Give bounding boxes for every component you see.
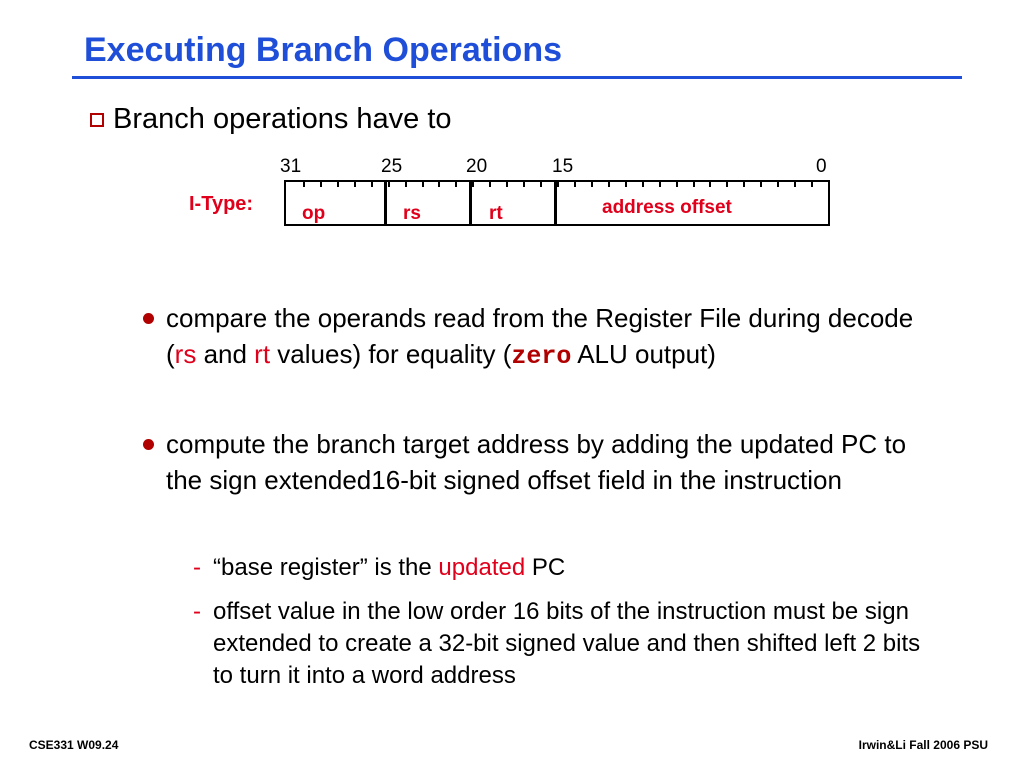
bit-tick <box>388 182 390 187</box>
bit-tick <box>337 182 339 187</box>
dash-marker: - <box>193 554 201 581</box>
slide-title: Executing Branch Operations <box>84 31 562 69</box>
sub-bullet-base-register: - “base register” is the updated PC <box>193 552 953 584</box>
field-address-offset: address offset <box>602 197 732 218</box>
bit-tick <box>557 182 559 187</box>
field-op: op <box>302 203 326 224</box>
bit-tick <box>438 182 440 187</box>
bit-tick <box>760 182 762 187</box>
field-rt: rt <box>489 203 503 224</box>
bit-tick <box>726 182 728 187</box>
bullet-text: ALU output) <box>571 339 716 369</box>
bit-number-20: 20 <box>466 156 488 177</box>
sub-bullet-text: “base register” is the <box>213 554 439 581</box>
zero-signal: zero <box>511 342 572 371</box>
bullet-text: and <box>196 339 255 369</box>
bit-tick <box>693 182 695 187</box>
bit-number-15: 15 <box>552 156 574 177</box>
rs-highlight: rs <box>174 339 197 369</box>
bit-tick <box>455 182 457 187</box>
dash-marker: - <box>193 598 201 625</box>
bit-tick <box>794 182 796 187</box>
bit-number-0: 0 <box>816 156 827 177</box>
sub-bullet-text: offset value in the low order 16 bits of… <box>213 598 921 689</box>
sub-bullet-text: PC <box>525 554 566 581</box>
bullet-compute: compute the branch target address by add… <box>143 426 926 498</box>
bit-tick <box>354 182 356 187</box>
bit-tick <box>303 182 305 187</box>
field-separator <box>554 180 557 226</box>
bit-tick <box>523 182 525 187</box>
bit-number-31: 31 <box>280 156 302 177</box>
footer-course: CSE331 W09.24 <box>29 738 119 752</box>
itype-label: I-Type: <box>189 193 254 215</box>
field-rs: rs <box>403 203 421 224</box>
heading-bullet: Branch operations have to <box>90 101 452 137</box>
bit-tick <box>591 182 593 187</box>
title-underline <box>72 76 962 79</box>
bit-tick <box>811 182 813 187</box>
updated-highlight: updated <box>438 554 526 581</box>
bit-tick <box>676 182 678 187</box>
field-separator <box>384 180 387 226</box>
bit-tick <box>371 182 373 187</box>
bit-number-25: 25 <box>381 156 403 177</box>
bullet-text: compute the branch target address by add… <box>166 429 907 495</box>
bit-tick <box>540 182 542 187</box>
instruction-box <box>284 180 830 226</box>
bit-tick <box>743 182 745 187</box>
bullet-text: values) for equality ( <box>270 339 512 369</box>
bit-tick <box>472 182 474 187</box>
field-separator <box>469 180 472 226</box>
bit-tick <box>642 182 644 187</box>
bit-tick <box>625 182 627 187</box>
heading-text: Branch operations have to <box>113 103 452 135</box>
bit-tick <box>777 182 779 187</box>
bit-tick <box>608 182 610 187</box>
bit-tick <box>659 182 661 187</box>
bit-tick <box>422 182 424 187</box>
bit-tick <box>405 182 407 187</box>
bit-tick <box>320 182 322 187</box>
bit-tick <box>506 182 508 187</box>
round-bullet-icon <box>143 313 154 324</box>
bit-tick <box>709 182 711 187</box>
round-bullet-icon <box>143 439 154 450</box>
sub-bullet-offset-value: - offset value in the low order 16 bits … <box>193 596 943 692</box>
footer-credit: Irwin&Li Fall 2006 PSU <box>858 738 988 752</box>
bullet-compare: compare the operands read from the Regis… <box>143 300 946 375</box>
bullet-text: compare the operands read from the Regis… <box>166 303 914 369</box>
square-bullet-icon <box>90 113 104 127</box>
bit-tick <box>574 182 576 187</box>
rt-highlight: rt <box>254 339 271 369</box>
bit-tick <box>489 182 491 187</box>
